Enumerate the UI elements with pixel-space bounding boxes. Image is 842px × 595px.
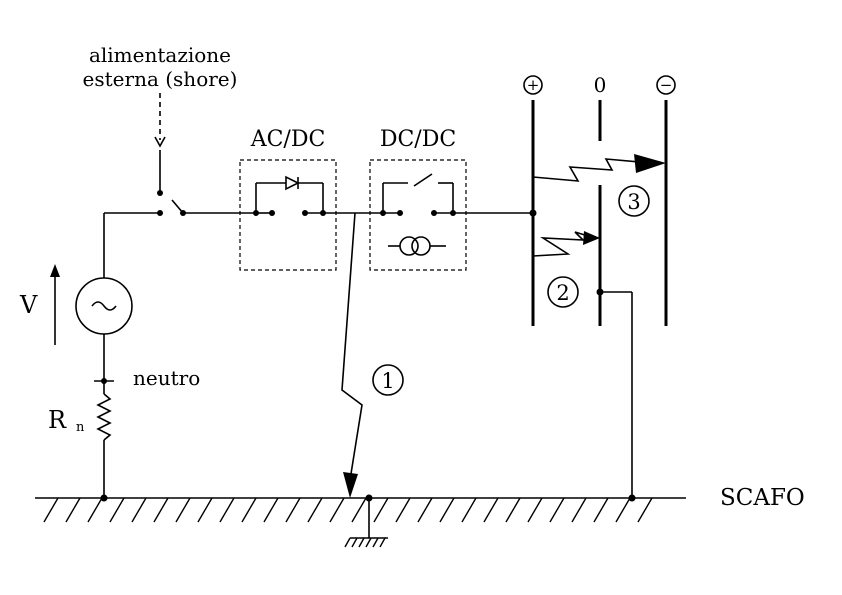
hatch-mark xyxy=(109,497,125,523)
hatch-mark xyxy=(373,497,389,523)
bus-negative-symbol: − xyxy=(656,75,676,95)
fault-1-marker xyxy=(372,364,404,396)
sine-icon xyxy=(91,301,117,311)
voltage-arrow xyxy=(50,264,60,345)
shore-label-line2: esterna (shore) xyxy=(83,67,238,91)
hatch-mark xyxy=(593,497,609,523)
hatch-mark xyxy=(571,497,587,523)
source-branch xyxy=(75,212,160,502)
hatch-mark xyxy=(197,497,213,523)
resistor-subscript: n xyxy=(76,420,85,435)
resistor-label: R xyxy=(48,406,67,434)
hatch-mark xyxy=(153,497,169,523)
hatch-mark xyxy=(43,497,59,523)
hatch-mark xyxy=(307,497,323,523)
bus-positive-symbol: + xyxy=(523,75,543,95)
minus-sign: − xyxy=(660,76,673,94)
hull-label: SCAFO xyxy=(720,485,805,511)
hatch-mark xyxy=(351,497,367,523)
hatch-mark xyxy=(329,497,345,523)
hatch-mark xyxy=(505,497,521,523)
hatch-mark xyxy=(527,497,543,523)
switch-icon xyxy=(413,173,433,187)
diode-icon xyxy=(285,175,300,191)
hatch-mark xyxy=(395,497,411,523)
hatch-mark xyxy=(131,497,147,523)
hatch-mark xyxy=(615,497,631,523)
acdc-converter-box xyxy=(239,159,337,271)
transformer-icon xyxy=(399,236,419,256)
dcdc-internals xyxy=(380,173,456,256)
hatch-mark xyxy=(483,497,499,523)
hatch-mark xyxy=(461,497,477,523)
fault-1-number: 1 xyxy=(381,369,394,393)
fault-2-path xyxy=(532,231,600,257)
fault-2-marker xyxy=(547,276,579,308)
resistor-symbol xyxy=(96,393,112,441)
hatch-mark xyxy=(417,497,433,523)
hatch-mark xyxy=(263,497,279,523)
dcdc-converter-box xyxy=(369,159,467,271)
fault-3-number: 3 xyxy=(627,190,640,214)
hatch-mark xyxy=(87,497,103,523)
hatch-mark xyxy=(637,497,653,523)
transfer-switch xyxy=(157,199,256,216)
earth-ground-symbol xyxy=(344,498,388,548)
plus-sign: + xyxy=(527,76,540,94)
fault-3-path xyxy=(532,154,666,182)
shore-feed-arrow xyxy=(154,93,166,196)
hatch-mark xyxy=(439,497,455,523)
fault-1-path xyxy=(341,212,373,502)
acdc-label: AC/DC xyxy=(250,127,326,152)
acdc-internals xyxy=(253,175,326,216)
hatch-mark xyxy=(285,497,301,523)
hatch-mark xyxy=(219,497,235,523)
zero-bus-ground-link xyxy=(596,288,636,502)
neutral-label: neutro xyxy=(133,366,200,390)
ground-plane xyxy=(35,497,686,523)
shore-label-line1: alimentazione xyxy=(89,43,231,67)
hatch-mark xyxy=(65,497,81,523)
hatch-mark xyxy=(241,497,257,523)
hull-hatching xyxy=(43,497,653,523)
hatch-mark xyxy=(175,497,191,523)
hatch-mark xyxy=(549,497,565,523)
fault-3-marker xyxy=(618,185,650,217)
bus-zero-label: 0 xyxy=(594,73,607,97)
voltage-label: V xyxy=(19,291,38,319)
fault-2-number: 2 xyxy=(556,281,569,305)
dcdc-label: DC/DC xyxy=(380,127,456,152)
